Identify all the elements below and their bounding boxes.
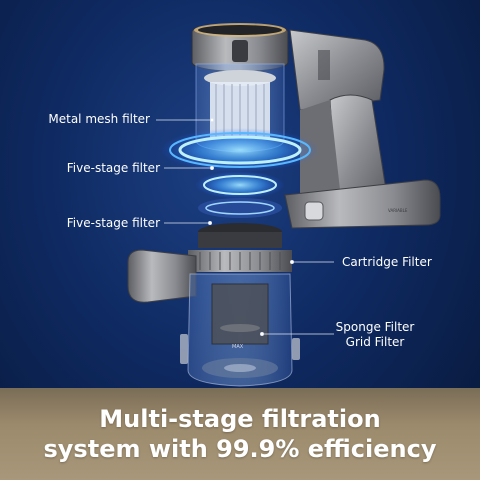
cyclone-glow-rings xyxy=(160,128,320,218)
headline: Multi-stage filtration system with 99.9%… xyxy=(0,404,480,464)
top-cap xyxy=(191,23,289,73)
callout-lines xyxy=(156,118,334,336)
headline-line-2: system with 99.9% efficiency xyxy=(43,435,437,463)
label-metal-mesh-filter: Metal mesh filter xyxy=(48,112,150,126)
cartridge-section xyxy=(188,223,292,272)
label-five-stage-filter-lower: Five-stage filter xyxy=(66,216,160,230)
label-sponge-filter: Sponge Filter xyxy=(335,320,415,334)
handle-marking: VARIABLE xyxy=(388,208,408,213)
inlet-nozzle xyxy=(127,249,197,303)
label-five-stage-filter-upper: Five-stage filter xyxy=(66,161,160,175)
headline-line-1: Multi-stage filtration xyxy=(99,405,381,433)
cup-max-marking: MAX xyxy=(232,344,244,350)
handle-assembly: VARIABLE xyxy=(284,29,441,229)
label-grid-filter: Grid Filter xyxy=(345,335,405,349)
bottom-banner xyxy=(0,388,480,480)
dust-cup: MAX xyxy=(180,273,300,387)
label-cartridge-filter: Cartridge Filter xyxy=(342,255,432,269)
